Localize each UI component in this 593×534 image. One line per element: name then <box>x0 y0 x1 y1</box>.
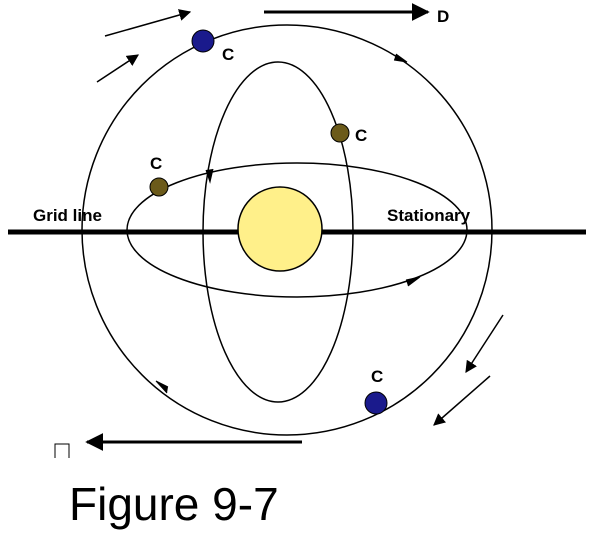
orbit-arrow-vertical-left <box>205 168 214 184</box>
arrow-top-left-2 <box>96 54 140 83</box>
label-d: D <box>437 7 449 26</box>
planet-blue-bottom <box>364 391 388 415</box>
label-c-bottom: C <box>371 367 383 386</box>
open-box-icon <box>54 443 70 458</box>
arrow-right-2 <box>433 375 491 426</box>
label-stationary: Stationary <box>387 206 471 225</box>
planet-olive-left <box>149 177 169 197</box>
figure-caption: Figure 9-7 <box>69 478 279 530</box>
orbit-arrow-top <box>393 53 408 63</box>
label-grid-line: Grid line <box>33 206 102 225</box>
orbit-arrow-bottom-left <box>155 380 169 394</box>
planet-blue-top <box>191 29 215 53</box>
label-c-left: C <box>150 154 162 173</box>
sun <box>237 186 323 272</box>
planet-olive-right <box>330 123 350 143</box>
label-c-top: C <box>222 45 234 64</box>
label-c-right: C <box>355 126 367 145</box>
arrow-top-left-1 <box>104 9 192 37</box>
arrow-right-1 <box>465 314 504 374</box>
orbit-arrow-horizontal-bottom <box>405 276 421 287</box>
